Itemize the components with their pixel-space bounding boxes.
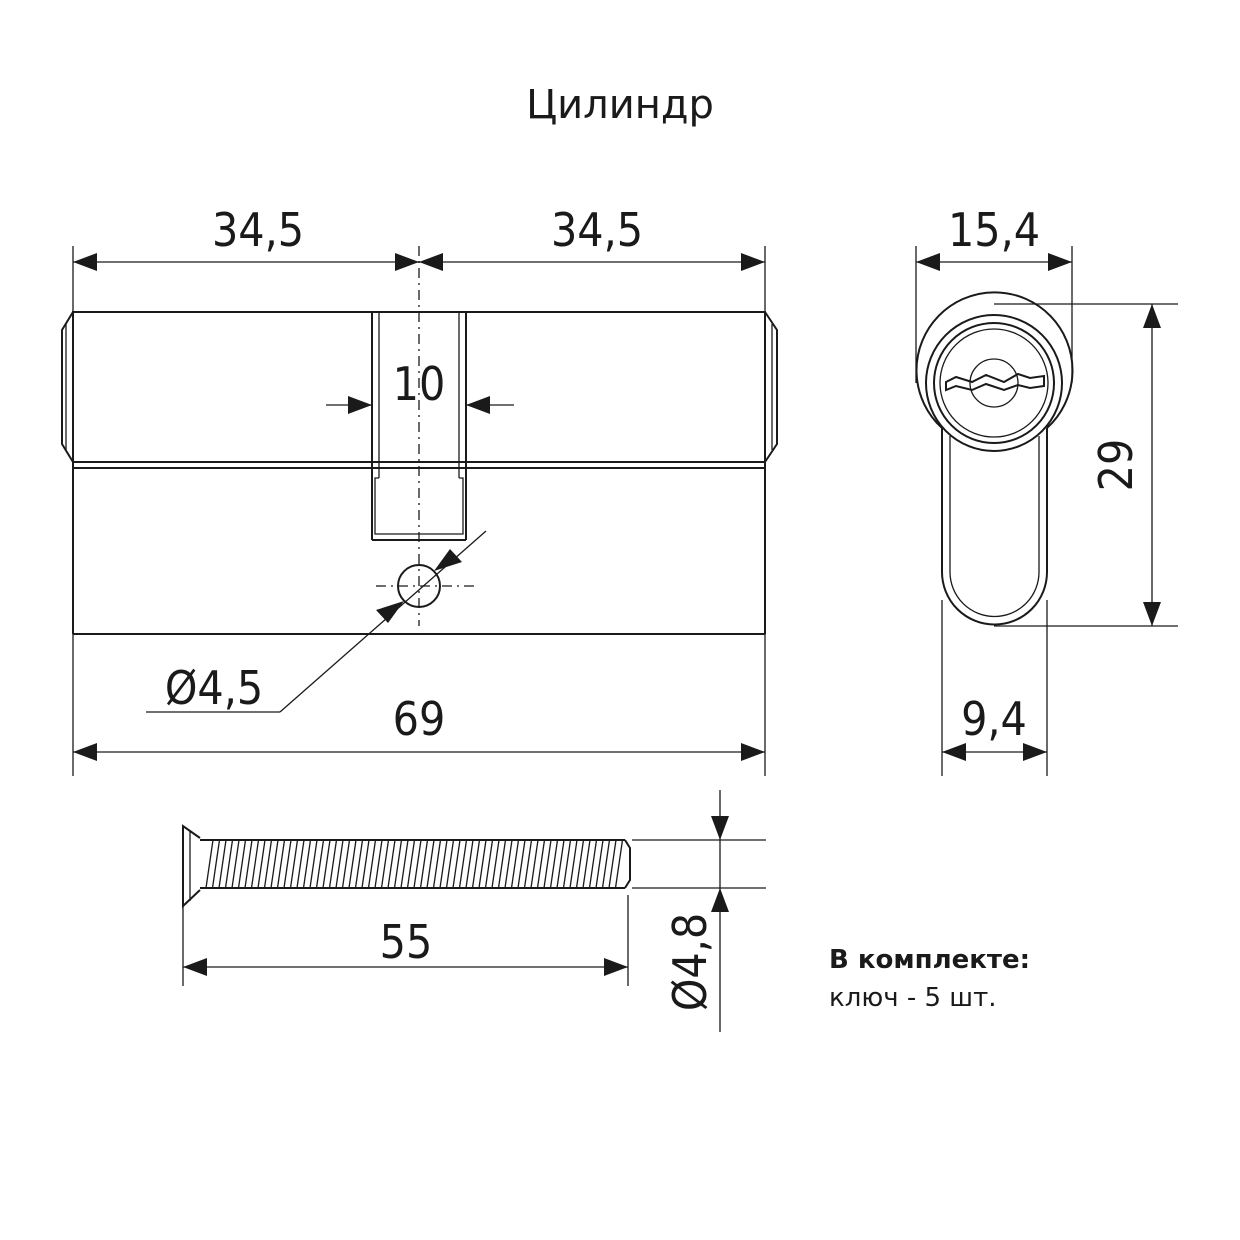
thread-line <box>413 839 422 889</box>
thread-line <box>367 839 377 889</box>
thread-line <box>491 839 500 889</box>
thread-line <box>374 839 383 889</box>
thread-line <box>497 839 507 889</box>
thread-line <box>309 839 318 889</box>
thread-line <box>484 839 494 889</box>
keyway-icon <box>945 372 1045 392</box>
cylinder-profile-view <box>915 291 1074 626</box>
thread-line <box>595 839 604 889</box>
thread-line <box>393 839 403 889</box>
thread-line <box>471 839 481 889</box>
thread-line <box>458 839 468 889</box>
thread-line <box>445 839 455 889</box>
thread-line <box>406 839 416 889</box>
kit-items: ключ - 5 шт. <box>829 983 997 1013</box>
thread-line <box>575 839 585 889</box>
dimension-profile-width-label: 15,4 <box>948 203 1040 257</box>
thread-line <box>380 839 390 889</box>
thread-line <box>218 839 227 889</box>
kit-heading: В комплекте: <box>829 945 1030 975</box>
thread-line <box>510 839 520 889</box>
thread-line <box>276 839 286 889</box>
thread-line <box>315 839 325 889</box>
thread-line <box>517 839 526 889</box>
dimension-profile-height: 29 <box>994 303 1178 627</box>
thread-line <box>601 839 611 889</box>
thread-line <box>569 839 578 889</box>
thread-line <box>263 839 273 889</box>
thread-line <box>302 839 312 889</box>
thread-line <box>504 839 513 889</box>
thread-line <box>211 839 221 889</box>
dimension-profile-width: 15,4 <box>915 203 1073 383</box>
thread-line <box>205 839 214 889</box>
thread-line <box>348 839 357 889</box>
thread-line <box>322 839 331 889</box>
thread-line <box>250 839 260 889</box>
thread-line <box>608 839 617 889</box>
thread-line <box>283 839 292 889</box>
cylinder-side-view <box>61 246 778 635</box>
dimension-total-length: 69 <box>72 634 766 776</box>
thread-line <box>536 839 546 889</box>
dimension-profile-lower-width: 9,4 <box>941 600 1048 776</box>
dimension-left-half: 34,5 <box>212 203 304 257</box>
thread-line <box>361 839 370 889</box>
dimension-hole-diameter-label: Ø4,5 <box>165 661 263 715</box>
thread-line <box>335 839 344 889</box>
thread-line <box>614 839 624 889</box>
thread-line <box>530 839 539 889</box>
thread-line <box>400 839 409 889</box>
thread-line <box>354 839 364 889</box>
thread-line <box>465 839 474 889</box>
thread-line <box>387 839 396 889</box>
thread-line <box>432 839 442 889</box>
thread-line <box>257 839 266 889</box>
thread-line <box>270 839 279 889</box>
thread-line <box>478 839 487 889</box>
thread-line <box>341 839 351 889</box>
dimension-profile-lower-width-label: 9,4 <box>961 692 1027 746</box>
thread-line <box>289 839 299 889</box>
dimension-screw-length: 55 <box>182 895 629 986</box>
thread-line <box>328 839 338 889</box>
thread-line <box>582 839 591 889</box>
thread-line <box>296 839 305 889</box>
dimension-screw-diameter: Ø4,8 <box>632 790 766 1032</box>
dimension-screw-length-label: 55 <box>380 915 433 969</box>
thread-line <box>523 839 533 889</box>
dimension-hole-diameter: Ø4,5 <box>146 530 487 715</box>
thread-line <box>244 839 253 889</box>
dimension-screw-diameter-label: Ø4,8 <box>663 913 717 1011</box>
thread-line <box>556 839 565 889</box>
thread-line <box>588 839 598 889</box>
thread-line <box>419 839 429 889</box>
thread-line <box>231 839 240 889</box>
thread-line <box>224 839 234 889</box>
thread-line <box>452 839 461 889</box>
thread-line <box>549 839 559 889</box>
dimension-cam-width: 10 <box>326 357 514 414</box>
thread-line <box>562 839 572 889</box>
kit-note: В комплекте: ключ - 5 шт. <box>829 945 1030 1013</box>
screw-threads <box>205 839 624 889</box>
thread-line <box>543 839 552 889</box>
thread-line <box>426 839 435 889</box>
dimension-profile-height-label: 29 <box>1089 439 1143 492</box>
dimension-half-lengths: 34,5 34,5 <box>72 203 766 312</box>
screw-hole <box>376 564 474 608</box>
screw <box>182 824 631 909</box>
dimension-right-half: 34,5 <box>551 203 643 257</box>
dimension-total-length-label: 69 <box>393 692 446 746</box>
drawing-title: Цилиндр <box>526 82 714 128</box>
dimension-cam-width-label: 10 <box>393 357 446 411</box>
thread-line <box>439 839 448 889</box>
thread-line <box>237 839 247 889</box>
